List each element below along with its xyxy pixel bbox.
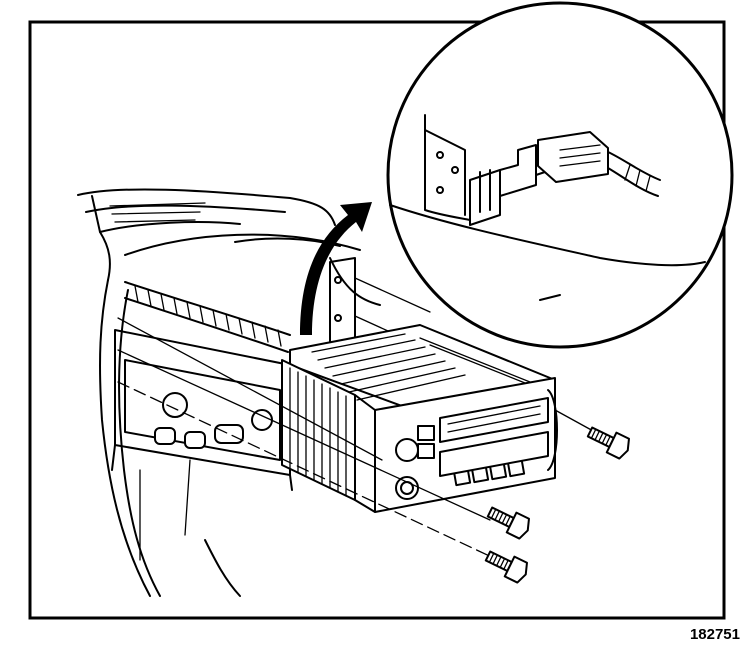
bolt-icon: [484, 550, 528, 584]
connector-detail-icon: [386, 1, 734, 349]
radio-chassis: [281, 324, 558, 513]
figure-border: [28, 20, 726, 620]
bolt-icon: [486, 506, 530, 540]
curved-arrow-icon: [300, 202, 372, 335]
alignment-lines: [117, 317, 596, 561]
volume-knob: [395, 438, 419, 462]
bolt-icon: [586, 426, 630, 460]
hvac-control-panel: [111, 329, 293, 561]
wiring-harness: [124, 281, 291, 353]
figure-id-label: 182751: [689, 626, 740, 643]
bolt-icon: [484, 426, 630, 584]
